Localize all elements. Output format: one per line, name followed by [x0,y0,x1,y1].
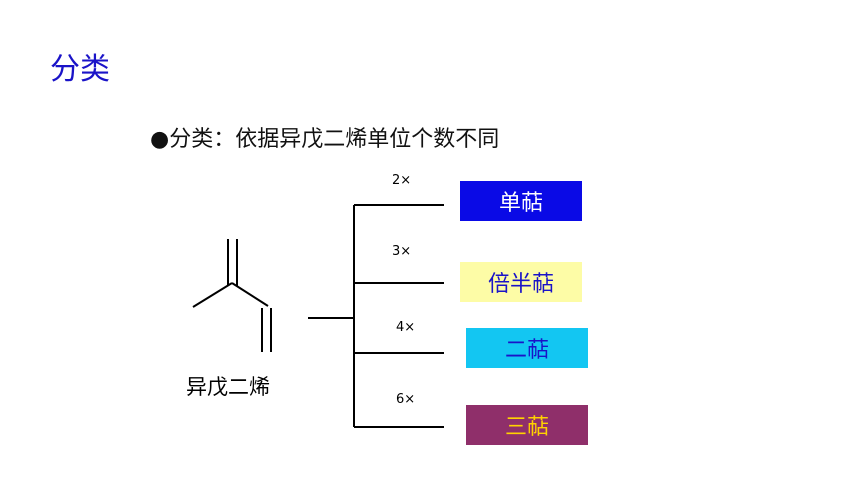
bond-center-right [231,282,269,307]
multiplier-2x: 2× [392,173,412,188]
multiplier-6x: 6× [396,392,416,407]
tree-connectors [308,204,444,428]
bond-methyl-left [192,282,233,308]
slide-subtitle: ●分类：依据异戊二烯单位个数不同 [150,127,500,152]
multiplier-3x: 3× [392,244,412,259]
sesquiterpene-box: 倍半萜 [460,262,582,302]
slide-title: 分类 [50,52,110,87]
monoterpene-box: 单萜 [460,181,582,221]
triterpene-box: 三萜 [466,405,588,445]
isoprene-structure [192,239,272,352]
isoprene-label: 异戊二烯 [186,375,270,399]
diterpene-box: 二萜 [466,328,588,368]
multiplier-4x: 4× [396,320,416,335]
